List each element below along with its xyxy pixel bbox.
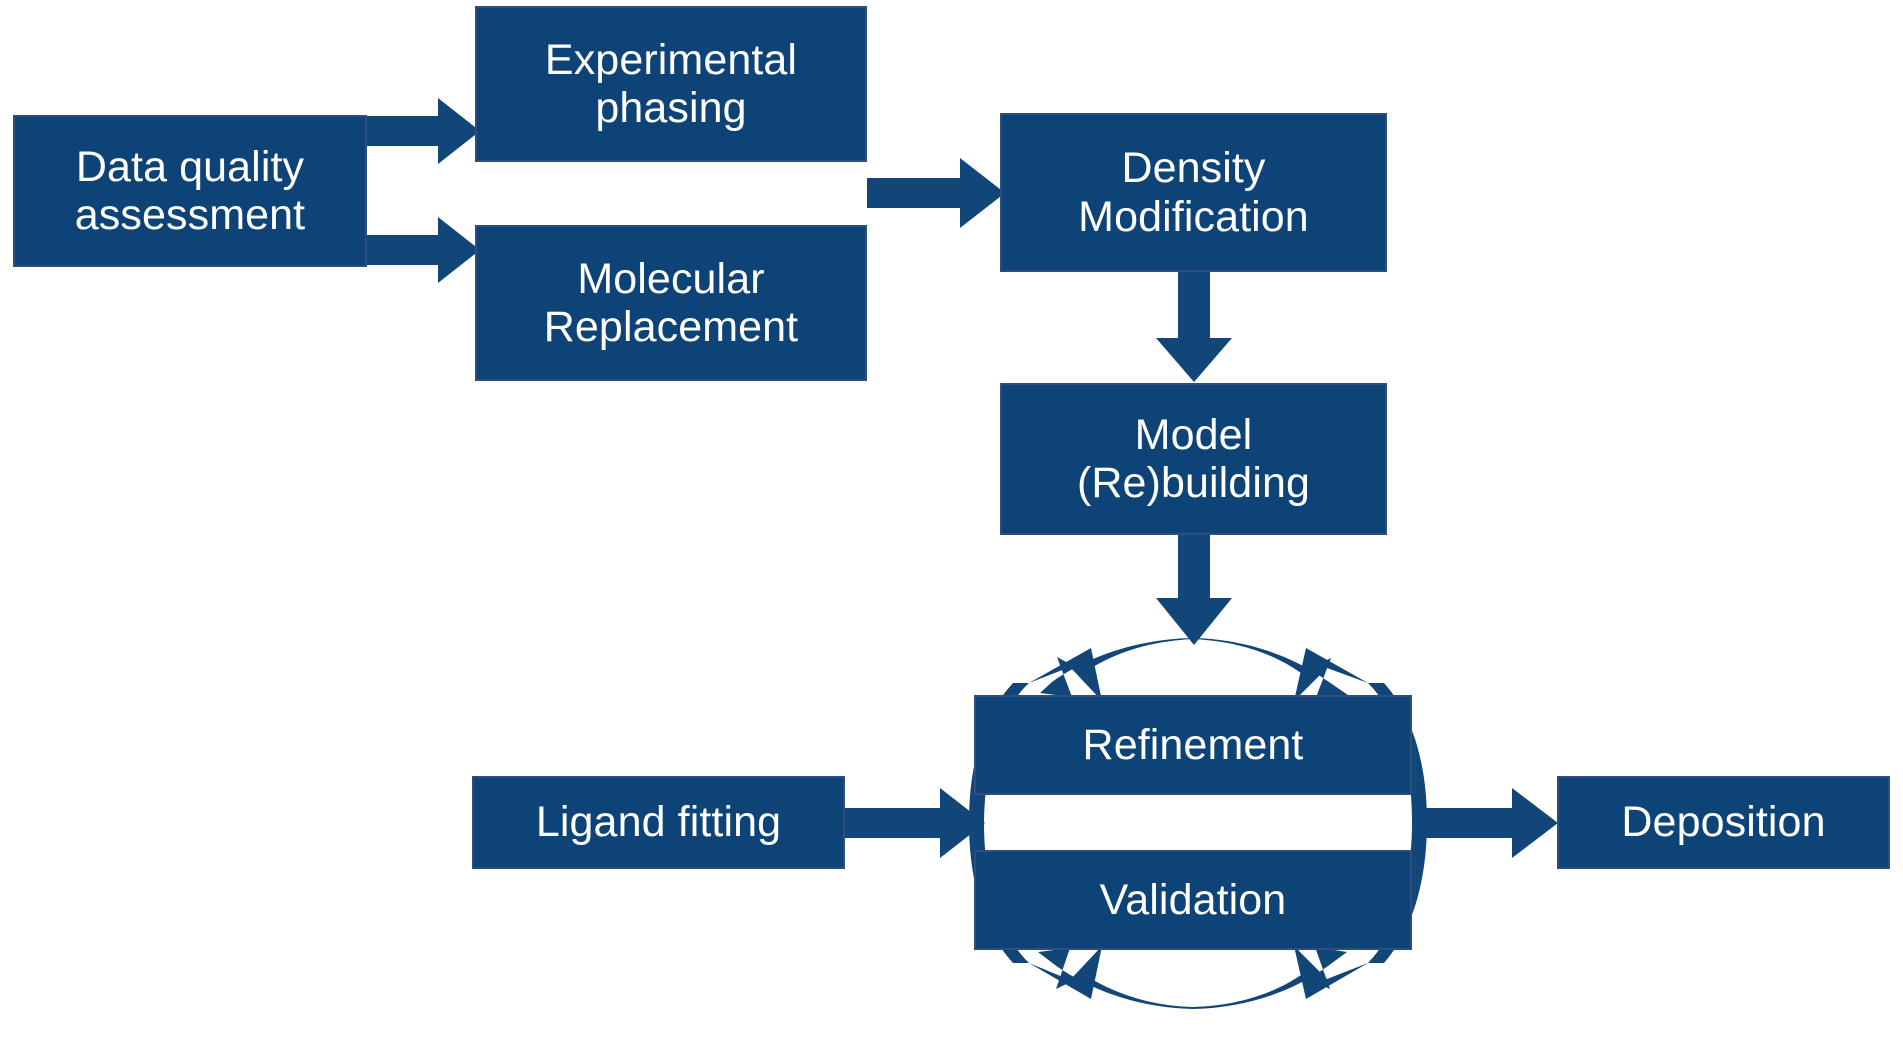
node-ligand-fitting[interactable]: Ligand fitting xyxy=(472,776,845,869)
cycle-arc-top-left xyxy=(1040,638,1193,697)
node-molecular-replacement[interactable]: Molecular Replacement xyxy=(475,225,867,381)
arrow-cycle-to-deposition xyxy=(1419,788,1558,858)
arrow-model-to-cycle xyxy=(1156,535,1232,645)
node-experimental-phasing[interactable]: Experimental phasing xyxy=(475,6,867,162)
arrow-data-quality-to-molecular xyxy=(367,217,480,283)
node-data-quality-assessment[interactable]: Data quality assessment xyxy=(13,115,367,267)
cycle-arrowhead-bottom-left xyxy=(1029,946,1102,999)
node-density-modification[interactable]: Density Modification xyxy=(1000,113,1387,272)
cycle-arc-bottom-left xyxy=(1038,948,1193,1009)
node-deposition[interactable]: Deposition xyxy=(1557,776,1890,869)
arrow-density-to-model xyxy=(1156,272,1232,382)
arrow-ligand-to-cycle xyxy=(845,788,985,858)
node-refinement[interactable]: Refinement xyxy=(974,695,1412,795)
arrow-data-quality-to-experimental xyxy=(367,98,480,164)
cycle-arc-top-right xyxy=(1193,638,1348,700)
cycle-arrowhead-top-right xyxy=(1294,648,1368,701)
cycle-arc-bottom-right xyxy=(1193,947,1347,1009)
node-validation[interactable]: Validation xyxy=(974,850,1412,950)
node-model-rebuilding[interactable]: Model (Re)building xyxy=(1000,383,1387,535)
arrow-phasing-to-density xyxy=(867,158,1005,228)
cycle-arrowhead-bottom-right xyxy=(1294,946,1368,999)
cycle-arrowhead-top-left xyxy=(1029,648,1102,701)
